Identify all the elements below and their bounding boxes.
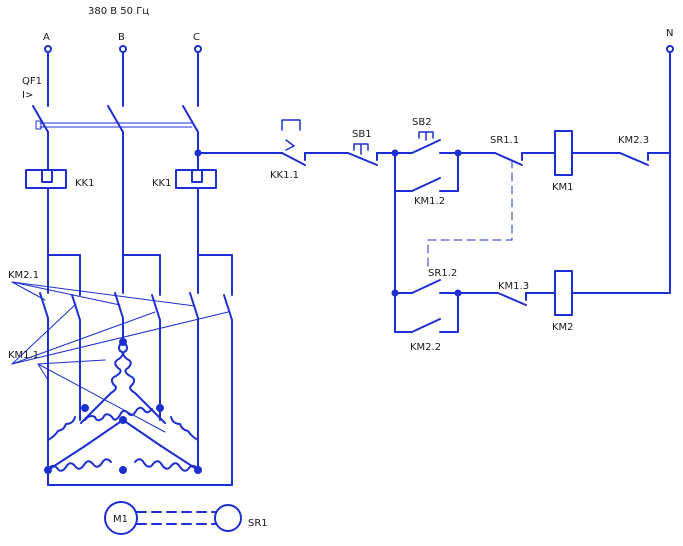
qf1-contact-a bbox=[32, 105, 49, 133]
kk1-1-actuator bbox=[281, 119, 301, 131]
km1-3-contact bbox=[497, 292, 527, 306]
supply-label: 380 В 50 Гц bbox=[88, 6, 149, 17]
qf1-contact-b bbox=[107, 105, 124, 133]
km1-contact-2 bbox=[151, 294, 161, 321]
km2-3-label: KM2.3 bbox=[618, 135, 649, 146]
node-w1 bbox=[194, 466, 202, 474]
node-u1 bbox=[44, 466, 52, 474]
speed-relay-label: SR1 bbox=[248, 518, 268, 529]
km2-3-contact bbox=[619, 152, 649, 166]
breaker-label: QF1 bbox=[22, 76, 42, 87]
qf1-contact-c bbox=[182, 105, 199, 133]
km2-1-label: KM2.1 bbox=[8, 270, 39, 281]
winding-left-coil bbox=[47, 416, 76, 441]
phase-b-label: B bbox=[118, 32, 125, 43]
kk1-1-mark bbox=[285, 139, 295, 151]
phase-n-label: N bbox=[666, 28, 673, 39]
winding-bottom-left bbox=[47, 458, 112, 472]
sb1-button bbox=[353, 143, 369, 155]
wiring bbox=[11, 45, 674, 535]
kk1-1-contact bbox=[281, 152, 306, 166]
coil-km2 bbox=[554, 270, 573, 316]
sb1-label: SB1 bbox=[352, 129, 372, 140]
kk1-left-label: KK1 bbox=[75, 178, 94, 189]
node-w2 bbox=[119, 466, 127, 474]
motor-m1 bbox=[104, 501, 138, 535]
phase-c-label: C bbox=[193, 32, 200, 43]
kk1-right-label: KK1 bbox=[152, 178, 171, 189]
star-arm-2 bbox=[122, 419, 199, 471]
sb1-contact bbox=[347, 152, 378, 166]
winding-right-coil bbox=[170, 416, 199, 441]
km1-contact-3 bbox=[223, 294, 233, 321]
sr1-2-contact bbox=[411, 279, 441, 294]
sr1-1-label: SR1.1 bbox=[490, 135, 519, 146]
sb2-contact bbox=[411, 139, 441, 154]
sb2-label: SB2 bbox=[412, 117, 432, 128]
kk1-element-left bbox=[25, 169, 67, 189]
km1-2-contact bbox=[411, 177, 441, 192]
node-v1 bbox=[119, 338, 127, 346]
node-star bbox=[119, 416, 127, 424]
km1-2-label: KM1.2 bbox=[414, 196, 445, 207]
winding-2 bbox=[122, 341, 166, 424]
winding-bottom-right bbox=[134, 458, 199, 472]
motor-label: M1 bbox=[113, 514, 128, 525]
km1-1-label: KM1.1 bbox=[8, 350, 39, 361]
node-v2 bbox=[156, 404, 164, 412]
winding-1 bbox=[80, 341, 124, 424]
node-u2 bbox=[81, 404, 89, 412]
km2-contact-1 bbox=[39, 292, 49, 319]
km2-2-label: KM2.2 bbox=[410, 342, 441, 353]
km1-contact-1 bbox=[71, 294, 81, 321]
sb2-button bbox=[418, 131, 434, 141]
kk1-1-label: KK1.1 bbox=[270, 170, 299, 181]
sr1-2-label: SR1.2 bbox=[428, 268, 457, 279]
breaker-symbol: I> bbox=[22, 90, 33, 101]
sr-link bbox=[427, 159, 513, 269]
star-arm-1 bbox=[47, 419, 124, 471]
qf1-trip-box bbox=[35, 120, 42, 130]
winding-3 bbox=[84, 406, 153, 422]
km2-2-contact bbox=[411, 318, 441, 333]
km2-contact-2 bbox=[114, 292, 124, 319]
coil-km1 bbox=[554, 130, 573, 176]
km2-coil-label: KM2 bbox=[552, 322, 574, 333]
km1-3-label: KM1.3 bbox=[498, 281, 529, 292]
phase-a-label: A bbox=[43, 32, 50, 43]
sr1-1-contact bbox=[494, 152, 523, 166]
kk1-element-right bbox=[175, 169, 217, 189]
km1-coil-label: KM1 bbox=[552, 182, 574, 193]
speed-relay-sr1 bbox=[214, 504, 242, 532]
